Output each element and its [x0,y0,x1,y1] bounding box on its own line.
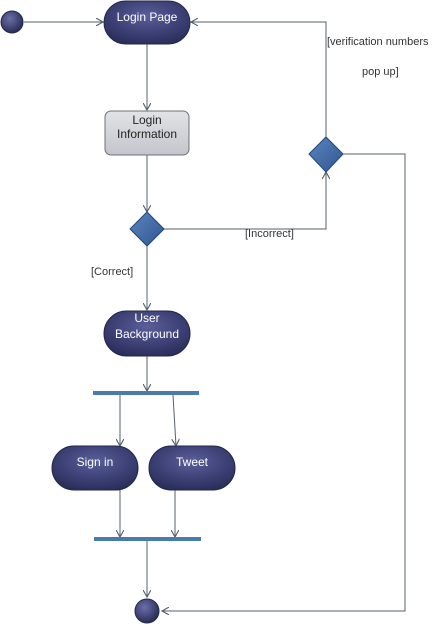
tweet-node[interactable]: Tweet [148,445,236,491]
edge-decision-to-verify [164,172,326,230]
guard-correct: [Correct] [91,266,133,278]
guard-verification-line1: [verification numbers [327,36,429,48]
login-page-label: Login Page [117,10,178,24]
login-decision-node[interactable] [129,211,165,247]
verification-decision-node[interactable] [308,136,344,173]
start-node[interactable] [0,10,24,34]
edge-verify-to-login [191,22,327,137]
guard-verification-line2: pop up] [362,66,399,78]
sign-in-node[interactable]: Sign in [51,445,139,491]
edges [24,22,406,611]
guard-incorrect: [Incorrect] [245,228,294,240]
tweet-label: Tweet [176,455,209,469]
user-background-node[interactable]: User Background [103,310,191,357]
fork-bar [93,391,199,395]
login-information-node[interactable]: Login Information [104,110,190,156]
user-background-label-line1: User [134,311,159,325]
join-bar [94,537,201,541]
login-page-node[interactable]: Login Page [103,0,191,45]
login-information-label-line1: Login [132,113,161,127]
edge-verify-to-end [162,153,406,611]
end-node[interactable] [134,598,160,624]
sign-in-label: Sign in [77,455,114,469]
login-information-label-line2: Information [117,127,177,141]
user-background-label-line2: Background [115,327,179,341]
edge-fork-to-tweet [173,394,176,446]
